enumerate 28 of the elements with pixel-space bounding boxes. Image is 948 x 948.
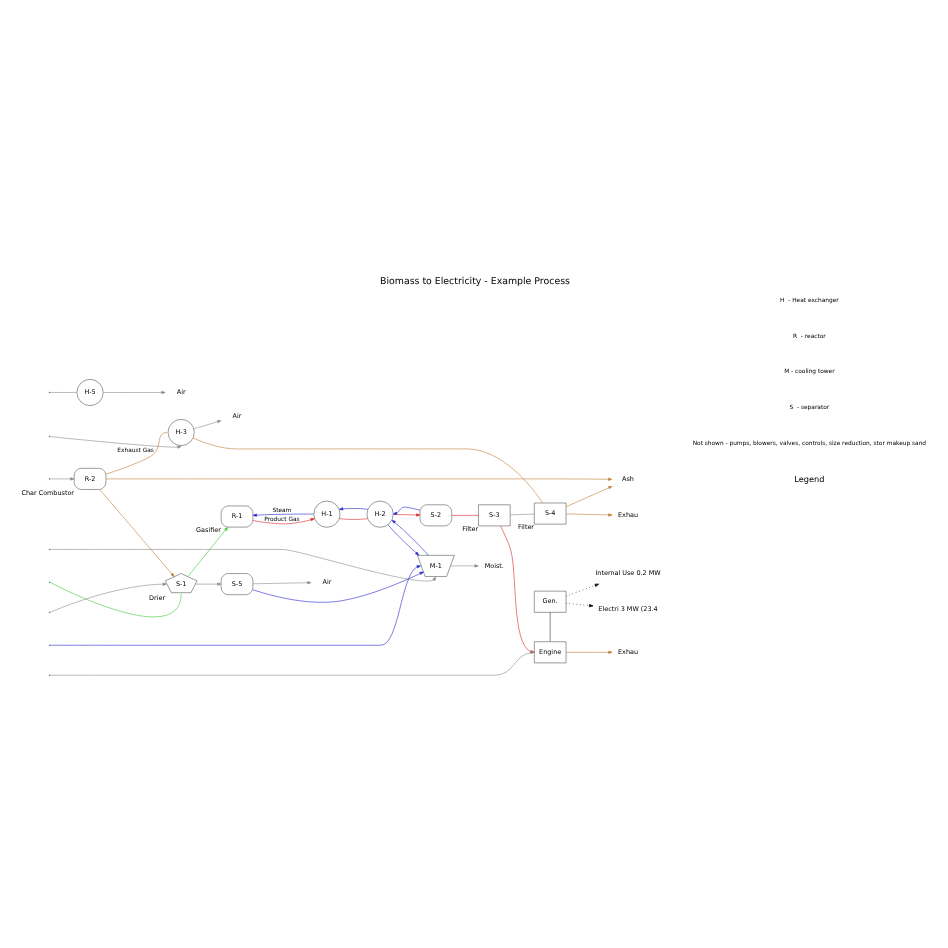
connector — [104, 431, 167, 474]
arrow — [192, 419, 221, 429]
arrow — [338, 506, 368, 510]
arrow — [251, 580, 311, 584]
arrow — [564, 649, 612, 653]
arrow — [186, 526, 227, 576]
arrow — [48, 581, 166, 612]
arrow — [390, 518, 428, 555]
arrow — [564, 512, 612, 516]
arrow — [48, 435, 181, 448]
arrow — [48, 548, 436, 581]
arrow — [449, 563, 478, 567]
connector — [509, 512, 534, 515]
arrow — [251, 512, 313, 516]
connector — [191, 436, 543, 503]
arrow — [104, 476, 612, 480]
arrow — [98, 488, 174, 576]
connector — [48, 581, 181, 616]
arrow — [251, 517, 314, 524]
arrow — [48, 564, 420, 645]
arrow — [48, 476, 74, 480]
connector — [48, 391, 76, 392]
arrow — [251, 564, 423, 602]
arrow — [102, 389, 165, 394]
arrow — [386, 523, 419, 555]
arrow — [564, 582, 599, 596]
arrow — [564, 485, 612, 507]
arrow — [194, 581, 221, 585]
